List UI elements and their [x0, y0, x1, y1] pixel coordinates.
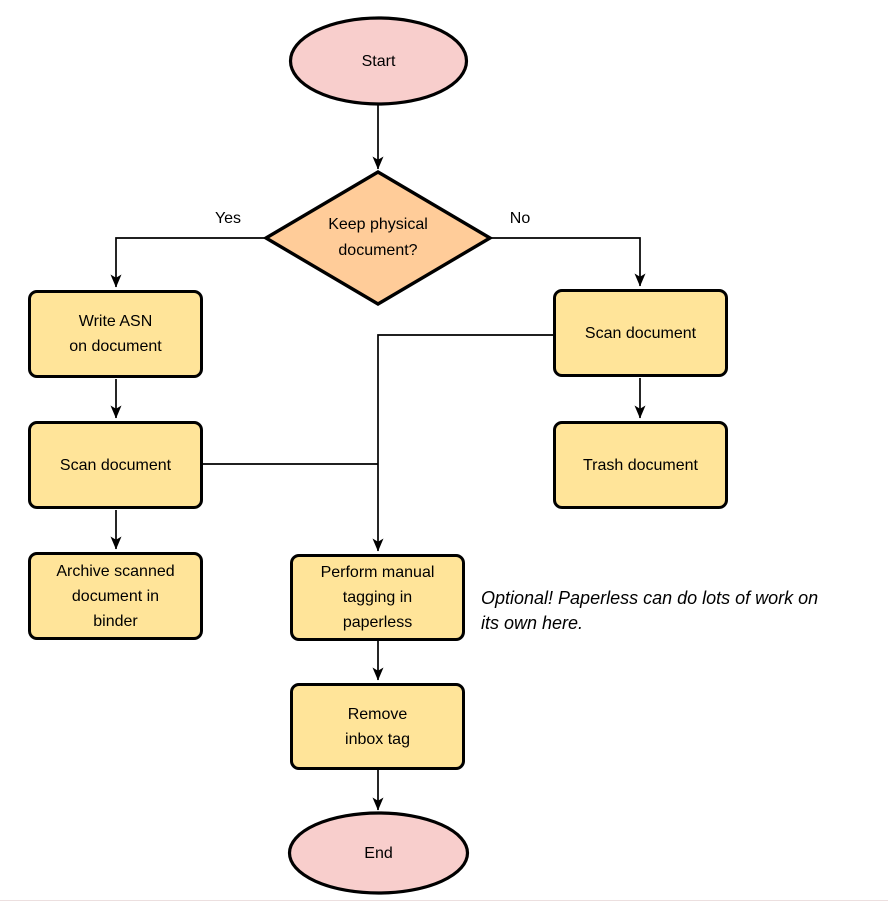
node-label-line: tagging in — [342, 589, 413, 606]
node-label-line: Keep physical — [328, 216, 428, 233]
node-label-line: inbox tag — [345, 730, 410, 748]
start-label: Start — [291, 48, 466, 74]
edge-label-yes: Yes — [214, 210, 242, 227]
node-write-asn: Write ASN on document — [28, 290, 203, 378]
node-manual-tagging: Perform manual tagging in paperless — [290, 554, 465, 641]
edge-label-no: No — [509, 210, 531, 227]
node-scan-document-left: Scan document — [28, 421, 203, 509]
node-label-line: document? — [338, 242, 418, 259]
node-label-line: Trash document — [582, 456, 698, 474]
node-label-line: Archive scanned — [56, 562, 175, 580]
node-label-line: binder — [93, 612, 138, 630]
node-trash-document: Trash document — [553, 421, 728, 509]
optional-note: Optional! Paperless can do lots of work … — [481, 586, 885, 636]
node-label-line: Scan document — [59, 456, 172, 474]
note-line: its own here. — [481, 613, 584, 633]
node-archive-document: Archive scanned document in binder — [28, 552, 203, 640]
bottom-divider — [0, 900, 888, 901]
end-label: End — [291, 840, 466, 866]
edge-scan-right-to-tagging — [372, 334, 553, 552]
decision-label: Keep physical document? — [290, 212, 466, 264]
decision-diamond-shape — [262, 170, 494, 306]
note-line: Optional! Paperless can do lots of work … — [481, 588, 819, 608]
node-scan-document-right: Scan document — [553, 289, 728, 377]
start-terminal-shape — [288, 16, 469, 106]
node-label-line: paperless — [342, 614, 413, 631]
node-label-line: Perform manual — [320, 564, 435, 581]
node-remove-inbox-tag: Remove inbox tag — [290, 683, 465, 770]
node-label-line: Scan document — [584, 324, 697, 342]
node-label-line: Remove — [347, 705, 408, 723]
node-label-line: document in — [71, 587, 160, 605]
node-label-line: Write ASN — [78, 313, 153, 330]
edge-decision-yes-to-write-asn — [110, 237, 266, 288]
node-label-line: End — [364, 844, 393, 862]
end-terminal-shape — [287, 811, 470, 895]
node-label-line: Start — [361, 52, 396, 70]
edge-decision-no-to-scan-right — [489, 237, 646, 287]
node-label-line: on document — [69, 338, 162, 355]
